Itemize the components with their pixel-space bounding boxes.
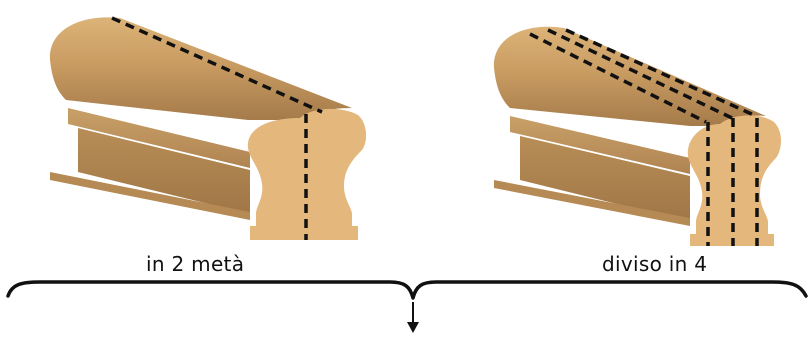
- rail-lower-lip: [50, 172, 250, 220]
- rail-top-surface: [49, 17, 352, 120]
- down-arrow-icon: [407, 302, 419, 333]
- rail-lower-lip: [494, 180, 690, 226]
- handrail-halved: [49, 16, 367, 240]
- rail-top-surface: [493, 26, 766, 126]
- cut-line-top-1: [529, 32, 707, 124]
- caption-halved: in 2 metà: [146, 252, 245, 276]
- handrail-quartered: [493, 26, 781, 246]
- rail-foot: [78, 128, 250, 214]
- rail-flange: [510, 116, 690, 174]
- cut-line-top-3: [565, 28, 757, 118]
- caption-quartered: diviso in 4: [602, 252, 708, 276]
- grouping-brace: [6, 280, 808, 300]
- cut-line-top-2: [547, 28, 733, 120]
- rail-flange: [68, 108, 250, 168]
- rail-foot: [520, 136, 690, 222]
- cut-line-top: [111, 16, 323, 114]
